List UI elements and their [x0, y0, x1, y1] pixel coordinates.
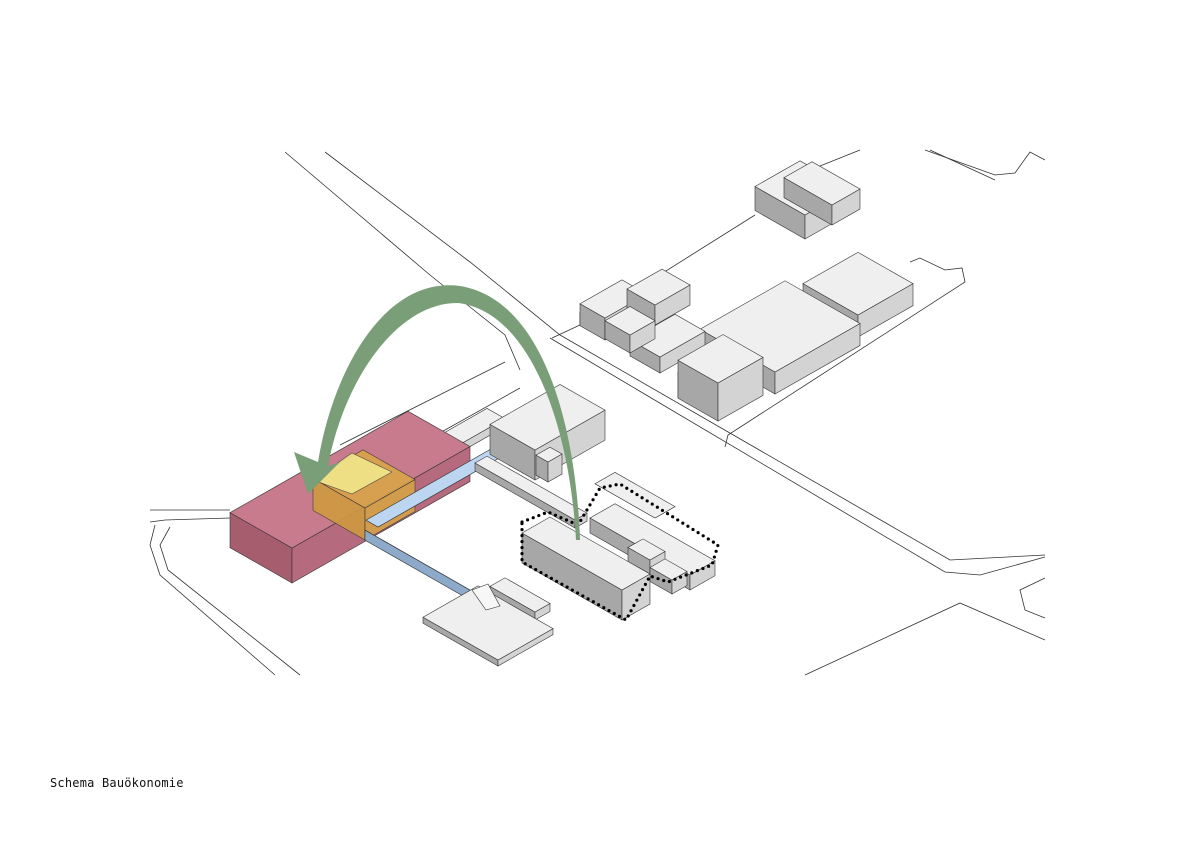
building-slab-top-face [489, 577, 551, 613]
building-top-face [649, 558, 688, 581]
diagram-caption: Schema Bauökonomie [50, 776, 184, 790]
ramp [471, 583, 501, 611]
platform-side-top-face [364, 529, 471, 591]
green-arrow [294, 285, 580, 540]
building-top-face [627, 538, 666, 561]
dotted-building-outline [520, 482, 720, 623]
building-top-face [535, 446, 563, 463]
building-top-face [677, 334, 764, 384]
building-top-face [604, 306, 656, 336]
building-top-face [783, 161, 861, 206]
building-top-face [489, 384, 606, 451]
building-top-face [629, 313, 706, 358]
ground-slab-top-face [422, 585, 554, 661]
building-top-face [626, 268, 691, 306]
building-slab-top-face [474, 455, 588, 521]
building-top-face [802, 251, 914, 316]
reuse-yellow-roof [312, 452, 393, 495]
platform-side-left-face [364, 529, 471, 601]
dotted-building-top-face [521, 516, 651, 591]
